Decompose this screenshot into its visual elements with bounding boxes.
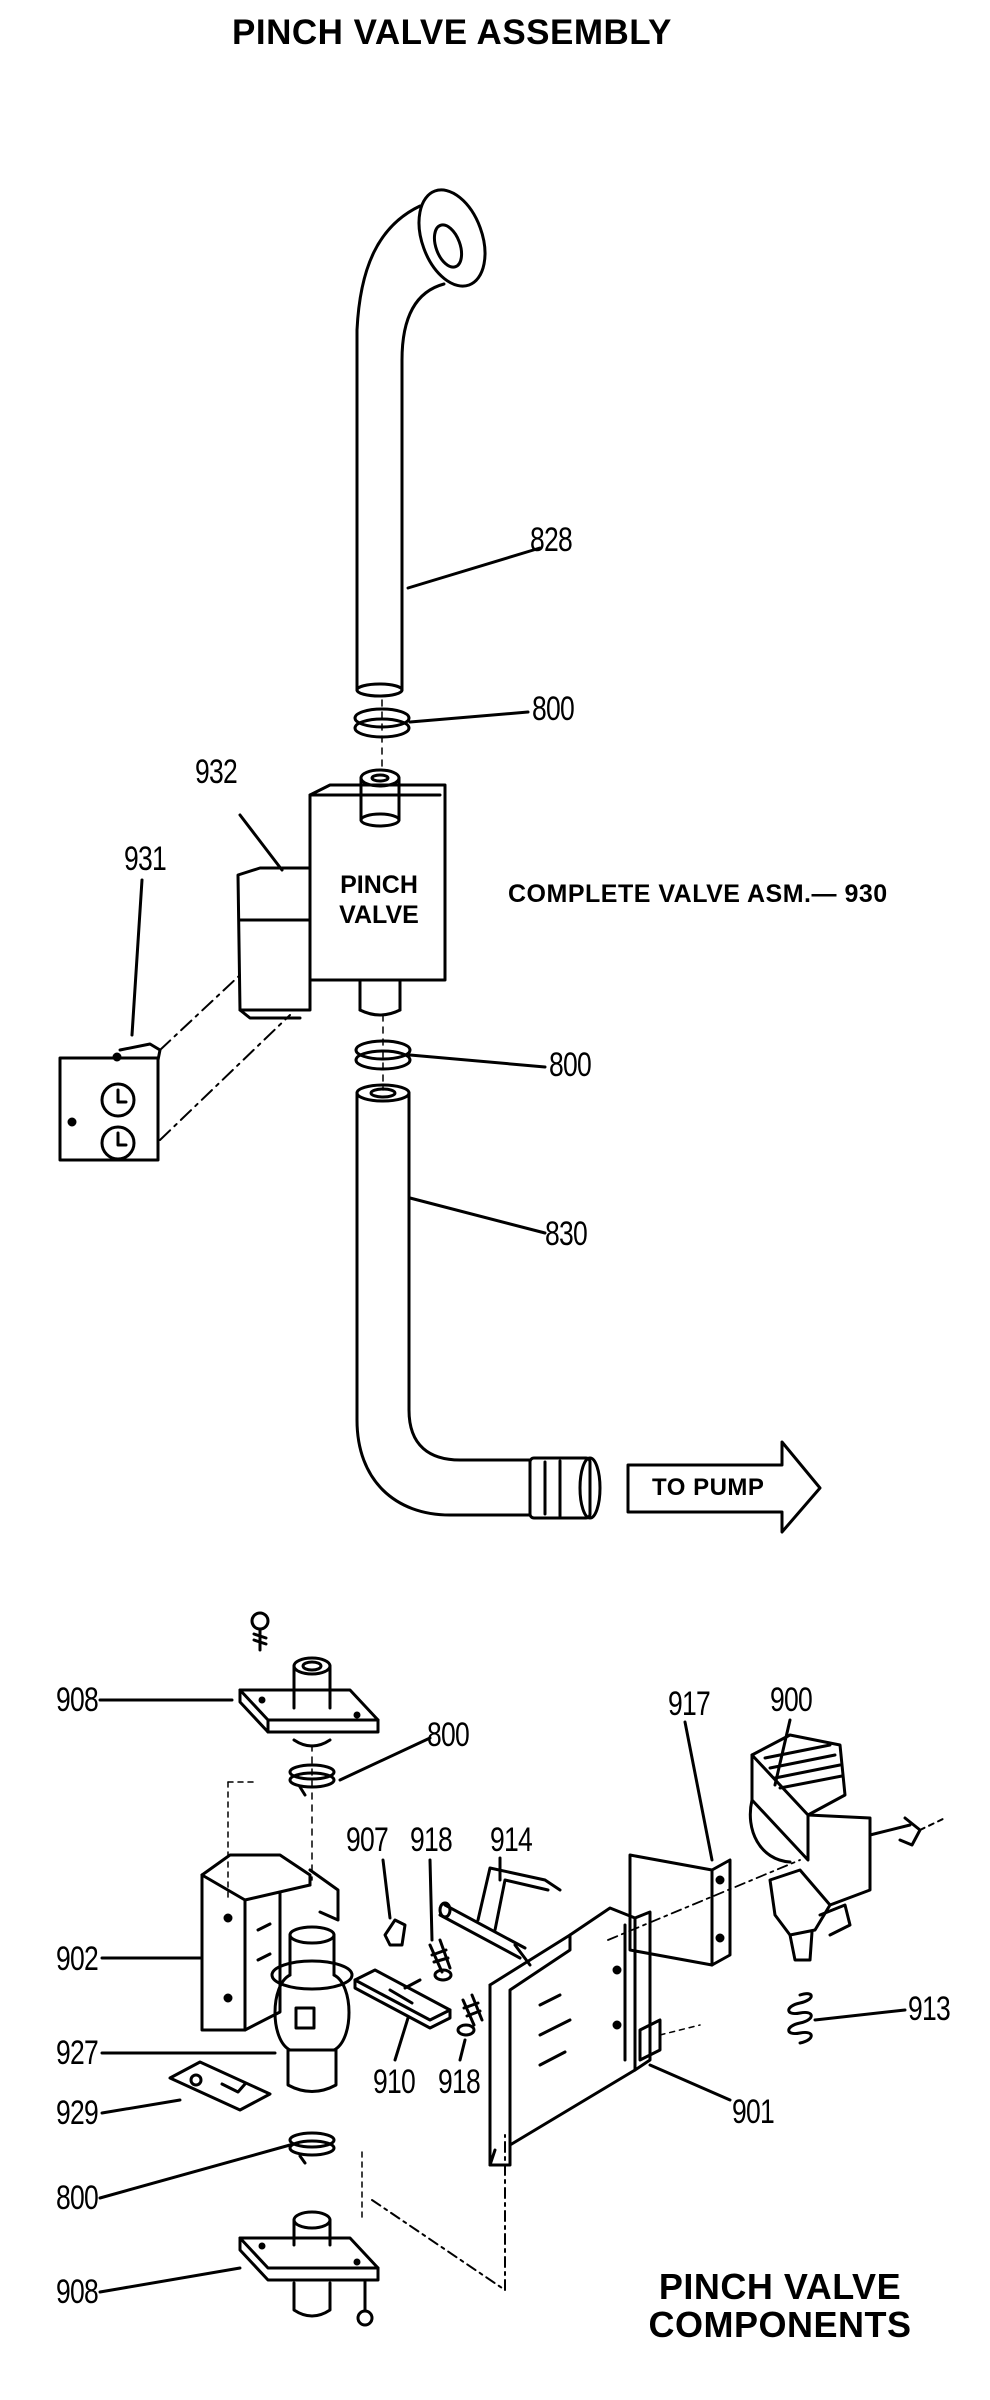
part-label-927: 927 xyxy=(56,2034,99,2072)
valve-label-line2: VALVE xyxy=(339,901,419,929)
part-label-918-b: 918 xyxy=(438,2063,481,2101)
part-label-800-b: 800 xyxy=(56,2179,99,2217)
part-label-908-bottom: 908 xyxy=(56,2273,99,2311)
part-label-914: 914 xyxy=(490,1821,533,1859)
part-label-901: 901 xyxy=(732,2093,775,2131)
part-label-800-top: 800 xyxy=(532,690,575,728)
shaft-914 xyxy=(438,1866,562,1967)
part-label-932: 932 xyxy=(195,753,238,791)
tube-830 xyxy=(355,1083,602,1520)
part-label-918-a: 918 xyxy=(410,1821,453,1859)
bracket-931 xyxy=(58,1042,162,1162)
part-label-800-a: 800 xyxy=(427,1716,470,1754)
solenoid-932 xyxy=(236,866,312,1020)
complete-valve-note: COMPLETE VALVE ASM.— 930 xyxy=(508,880,888,908)
components-title-line2: COMPONENTS xyxy=(648,2303,912,2345)
bracket-901 xyxy=(488,1906,662,2167)
to-pump-arrow xyxy=(626,1440,822,1534)
part-label-828: 828 xyxy=(530,521,573,559)
components-title: PINCH VALVE COMPONENTS xyxy=(620,2268,940,2344)
part-label-907: 907 xyxy=(346,1821,389,1859)
plate-917 xyxy=(628,1853,732,1967)
part-label-917: 917 xyxy=(668,1685,711,1723)
part-label-800-bottom: 800 xyxy=(549,1046,592,1084)
part-label-913: 913 xyxy=(908,1990,951,2028)
valve-label-line1: PINCH xyxy=(340,871,418,899)
part-label-830: 830 xyxy=(545,1215,588,1253)
components-title-line1: PINCH VALVE xyxy=(658,2266,902,2307)
part-label-900: 900 xyxy=(770,1681,813,1719)
valve-body-927 xyxy=(270,1925,354,2093)
solenoid-900 xyxy=(748,1733,946,1962)
valve-label: PINCH VALVE xyxy=(314,870,444,930)
part-label-910: 910 xyxy=(373,2063,416,2101)
part-label-908-top: 908 xyxy=(56,1681,99,1719)
spring-913 xyxy=(787,1992,813,2045)
plate-910 xyxy=(353,1968,452,2030)
part-label-931: 931 xyxy=(124,840,167,878)
assembly-title: PINCH VALVE ASSEMBLY xyxy=(232,13,672,52)
bracket-902 xyxy=(200,1853,340,2032)
part-label-902: 902 xyxy=(56,1940,99,1978)
part-908-bottom xyxy=(238,2210,380,2318)
to-pump-label: TO PUMP xyxy=(652,1474,765,1501)
part-908-top xyxy=(238,1656,380,1748)
part-label-929: 929 xyxy=(56,2094,99,2132)
tube-828 xyxy=(355,188,487,698)
clip-929 xyxy=(168,2060,272,2112)
